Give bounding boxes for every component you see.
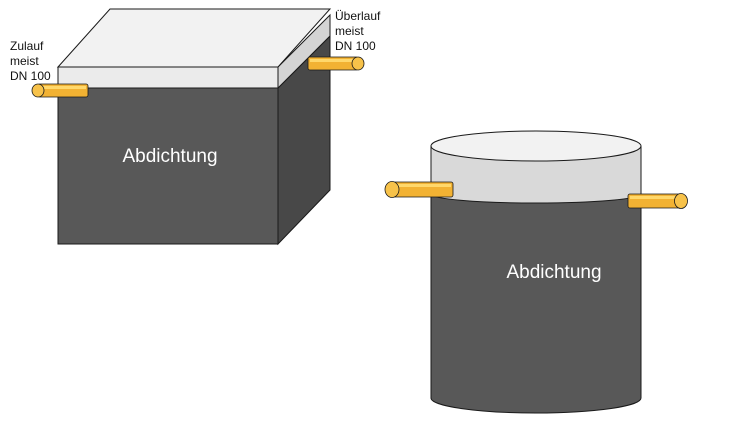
- inlet-label-line-2: meist: [10, 54, 39, 68]
- cylinder-lid-top: [430, 130, 642, 162]
- cylinder-tank: Abdichtung: [430, 130, 642, 414]
- box-front-face: [57, 87, 279, 245]
- cylinder-seal-label: Abdichtung: [506, 262, 601, 283]
- inlet-label: Zulauf meist DN 100: [10, 39, 51, 83]
- inlet-label-line-3: DN 100: [10, 69, 51, 83]
- overflow-label-line-2: meist: [335, 24, 364, 38]
- overflow-label-line-1: Überlauf: [335, 9, 381, 23]
- overflow-label: Überlauf meist DN 100: [335, 9, 384, 53]
- inlet-label-line-1: Zulauf: [10, 39, 44, 53]
- cylinder-inlet-pipe: [384, 181, 454, 198]
- cylinder-body: [430, 195, 642, 414]
- box-tank: Abdichtung: [56, 8, 332, 246]
- box-lid-front: [57, 66, 279, 89]
- overflow-label-line-3: DN 100: [335, 39, 376, 53]
- box-seal-label: Abdichtung: [122, 146, 217, 167]
- overflow-pipe: [307, 56, 365, 71]
- cylinder-overflow-pipe: [627, 193, 688, 209]
- inlet-pipe: [31, 83, 89, 98]
